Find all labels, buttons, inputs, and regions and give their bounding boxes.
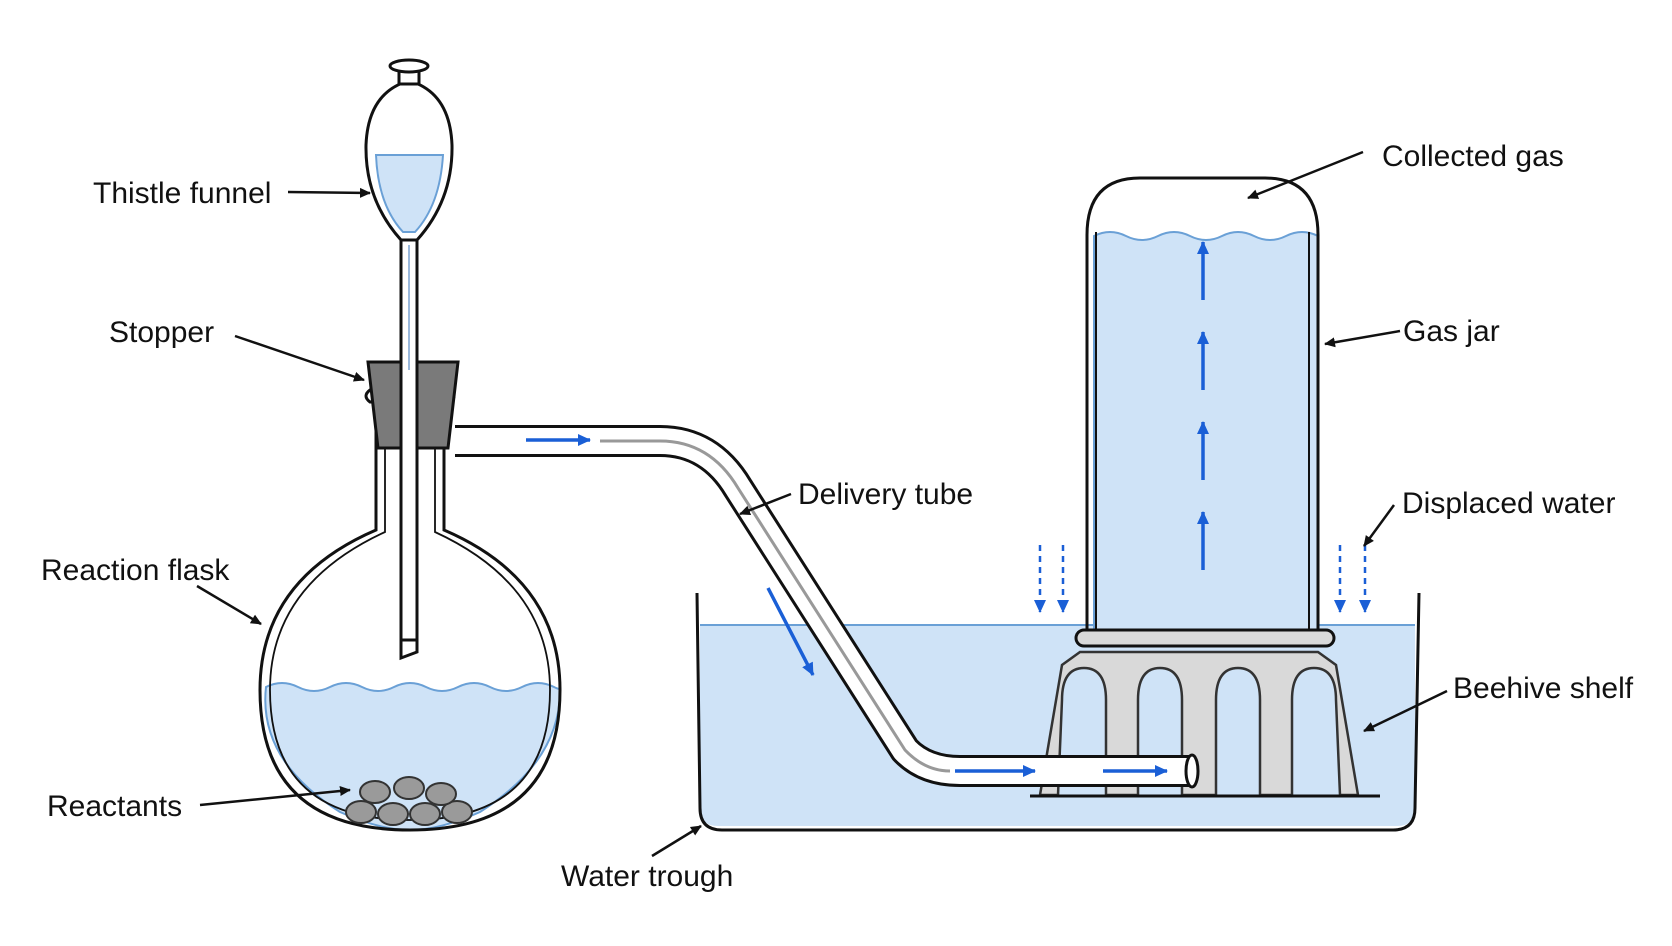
- leader-gas-jar: [1324, 329, 1401, 348]
- gas-jar-water: [1093, 231, 1319, 631]
- reactant-lump: [359, 780, 391, 804]
- delivery-tube-outlet: [1184, 753, 1200, 789]
- tube-flow-arrow: [766, 587, 815, 676]
- funnel-liquid: [374, 154, 445, 233]
- gas-jar: [1074, 176, 1336, 648]
- label-beehive-shelf: Beehive shelf: [1453, 672, 1634, 705]
- thistle-funnel: [364, 58, 454, 661]
- leader-thistle-funnel: [287, 187, 371, 198]
- leader-displaced-water: [1362, 504, 1396, 547]
- label-stopper: Stopper: [109, 316, 214, 349]
- reactants-pile: [345, 776, 473, 826]
- label-collected-gas: Collected gas: [1382, 140, 1564, 173]
- leader-lines: [196, 150, 1448, 858]
- label-water-trough: Water trough: [561, 860, 733, 893]
- gas-jar-outer: [1085, 176, 1320, 630]
- flask-outline: [258, 412, 562, 832]
- reactant-lump: [393, 776, 425, 800]
- gas-jar-rim: [1074, 628, 1336, 648]
- label-delivery-tube: Delivery tube: [798, 478, 973, 511]
- funnel-stem-tip: [399, 638, 419, 661]
- displaced-water-arrows: [1034, 545, 1371, 613]
- label-reactants: Reactants: [47, 790, 182, 823]
- label-reaction-flask: Reaction flask: [41, 554, 230, 587]
- reactant-lump: [441, 800, 473, 824]
- label-gas-jar: Gas jar: [1403, 315, 1500, 348]
- leader-reaction-flask: [196, 584, 262, 626]
- label-displaced-water: Displaced water: [1402, 487, 1615, 520]
- delivery-tube: [455, 425, 1200, 789]
- leader-collected-gas: [1247, 150, 1364, 200]
- reactant-lump: [345, 800, 377, 824]
- delivery-tube-highlight: [600, 439, 951, 773]
- reactant-lump: [409, 802, 441, 826]
- leader-delivery-tube: [739, 492, 792, 516]
- labels: Thistle funnel Stopper Reaction flask Re…: [41, 140, 1634, 893]
- flask-inner-wall: [269, 418, 551, 821]
- leader-reactants: [199, 786, 351, 807]
- leader-water-trough: [651, 824, 702, 858]
- reactant-lump: [425, 782, 457, 806]
- reactant-lump: [377, 802, 409, 826]
- funnel-rim: [388, 58, 430, 74]
- leader-stopper: [234, 334, 365, 382]
- label-thistle-funnel: Thistle funnel: [93, 177, 271, 210]
- trough-outline: [695, 592, 1421, 832]
- tube-flow-arrows: [526, 434, 1168, 777]
- leader-beehive-shelf: [1363, 689, 1448, 733]
